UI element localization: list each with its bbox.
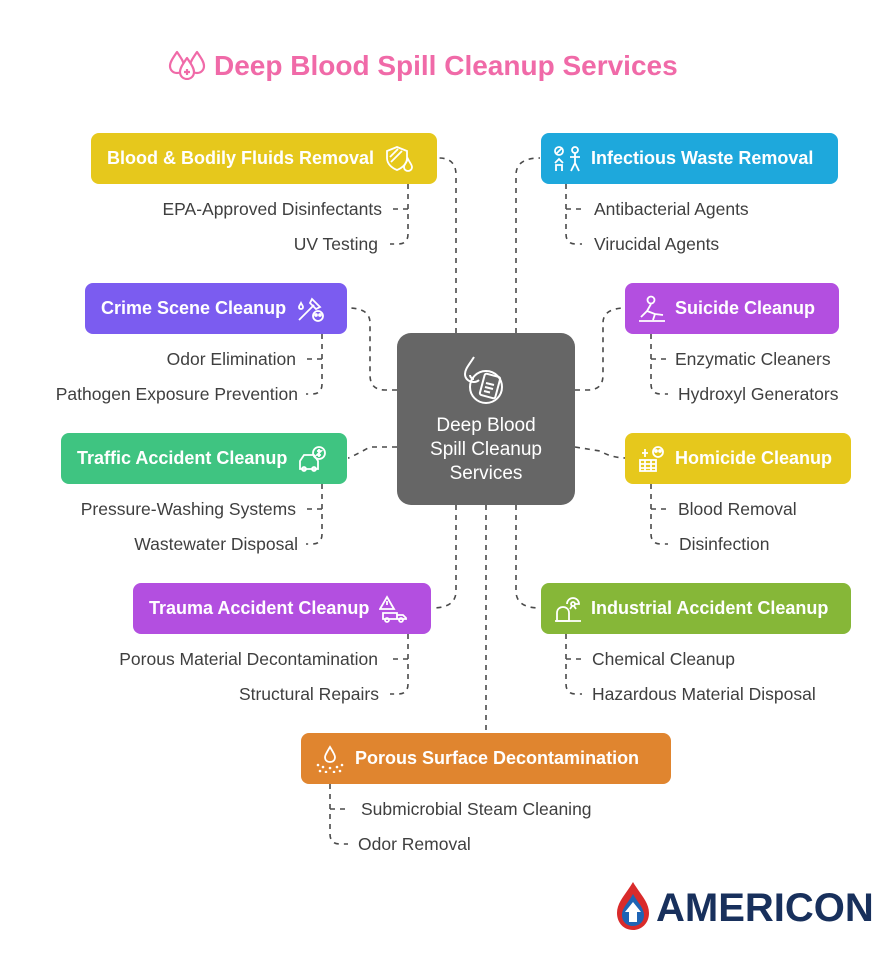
center-label-line: Spill Cleanup [430, 439, 542, 460]
center-label-line: Deep Blood [436, 415, 536, 436]
box-homicide: Homicide Cleanup [625, 433, 851, 484]
box-label: Blood & Bodily Fluids Removal [107, 148, 375, 168]
item-blood-removal: Blood Removal [678, 499, 797, 519]
item-epa-approved-disinfectants: EPA-Approved Disinfectants [162, 199, 382, 219]
person-lying-icon [637, 295, 667, 323]
americon-logo: AMERICON [614, 880, 874, 936]
item-antibacterial-agents: Antibacterial Agents [594, 199, 749, 219]
shield-drop-icon [384, 145, 414, 173]
biohazard-worker-icon [553, 145, 583, 173]
item-wastewater-disposal: Wastewater Disposal [134, 534, 298, 554]
box-label: Infectious Waste Removal [591, 148, 814, 168]
box-label: Traffic Accident Cleanup [77, 448, 288, 468]
box-porous-surface: Porous Surface Decontamination [301, 733, 671, 784]
box-label: Industrial Accident Cleanup [591, 598, 829, 618]
drop-spray-icon [313, 744, 347, 773]
car-money-icon [297, 445, 327, 473]
box-blood-bodily-fluids: Blood & Bodily Fluids Removal [91, 133, 437, 184]
radiation-worker-icon [553, 595, 583, 623]
item-structural-repairs: Structural Repairs [238, 684, 379, 704]
item-porous-material-decontamination: Porous Material Decontamination [119, 649, 378, 669]
box-suicide: Suicide Cleanup [625, 283, 839, 334]
logo-text: AMERICON [656, 885, 874, 930]
title-text: Deep Blood Spill Cleanup Services [214, 50, 678, 81]
item-chemical-cleanup: Chemical Cleanup [592, 649, 735, 669]
center-node: Deep Blood Spill Cleanup Services [397, 333, 575, 505]
box-label: Trauma Accident Cleanup [149, 598, 370, 618]
box-traffic-accident: Traffic Accident Cleanup [61, 433, 347, 484]
blood-drops-icon [168, 48, 206, 85]
box-label: Crime Scene Cleanup [101, 298, 287, 318]
skull-hazard-icon [637, 445, 667, 473]
box-label: Homicide Cleanup [675, 448, 833, 468]
item-disinfection: Disinfection [679, 534, 770, 554]
box-label: Suicide Cleanup [675, 298, 816, 318]
flame-drop-icon [614, 880, 652, 937]
drop-document-icon [460, 355, 512, 410]
item-virucidal-agents: Virucidal Agents [594, 234, 720, 254]
box-crime-scene: Crime Scene Cleanup [85, 283, 347, 334]
center-label-line: Services [449, 463, 523, 484]
box-trauma-accident: Trauma Accident Cleanup [133, 583, 431, 634]
item-pathogen-exposure-prevention: Pathogen Exposure Prevention [55, 384, 298, 404]
item-hazardous-material-disposal: Hazardous Material Disposal [592, 684, 816, 704]
item-odor-elimination: Odor Elimination [166, 349, 296, 369]
item-uv-testing: UV Testing [293, 234, 378, 254]
center-label: Deep Blood Spill Cleanup Services [430, 414, 542, 486]
warning-truck-icon [379, 594, 409, 623]
item-pressure-washing-systems: Pressure-Washing Systems [80, 499, 296, 519]
crime-scene-icon [296, 295, 326, 323]
item-odor-removal: Odor Removal [358, 834, 471, 854]
item-enzymatic-cleaners: Enzymatic Cleaners [675, 349, 831, 369]
item-submicrobial-steam-cleaning: Submicrobial Steam Cleaning [361, 799, 592, 819]
box-industrial-accident: Industrial Accident Cleanup [541, 583, 851, 634]
page-title: Deep Blood Spill Cleanup Services [168, 46, 678, 86]
item-hydroxyl-generators: Hydroxyl Generators [678, 384, 839, 404]
box-label: Porous Surface Decontamination [355, 748, 640, 768]
box-infectious-waste: Infectious Waste Removal [541, 133, 838, 184]
